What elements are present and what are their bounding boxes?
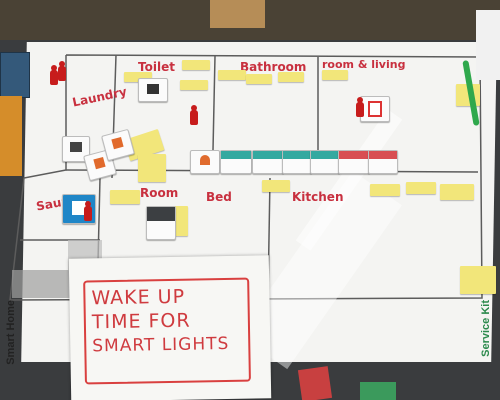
- red-pawn-marker[interactable]: [50, 65, 58, 85]
- sticky-note[interactable]: [218, 70, 246, 80]
- red-pawn-marker[interactable]: [356, 97, 364, 117]
- stairs-block: [12, 270, 70, 298]
- red-pawn-marker[interactable]: [58, 61, 66, 81]
- note-frame: WAKE UP TIME FOR SMART LIGHTS: [83, 277, 251, 385]
- red-pawn-marker[interactable]: [190, 105, 198, 125]
- device-card[interactable]: [252, 150, 284, 174]
- card-deck: [297, 366, 333, 400]
- card-deck: [0, 96, 22, 176]
- sticky-note[interactable]: [406, 182, 436, 194]
- note-line-3: SMART LIGHTS: [92, 333, 230, 357]
- device-card[interactable]: [146, 206, 176, 240]
- device-card[interactable]: [220, 150, 252, 174]
- label-bathroom: Bathroom: [240, 60, 307, 74]
- note-line-1: WAKE UP: [91, 285, 186, 310]
- sticky-note[interactable]: [262, 180, 290, 192]
- sticky-note[interactable]: [182, 60, 210, 70]
- label-toilet: Toilet: [138, 60, 175, 74]
- device-card[interactable]: [190, 150, 220, 174]
- handwritten-note: WAKE UP TIME FOR SMART LIGHTS: [68, 255, 272, 400]
- sticky-note[interactable]: [110, 190, 140, 204]
- card-deck: [360, 382, 396, 400]
- paper-roll: [476, 10, 500, 80]
- label-room: Room: [140, 186, 179, 200]
- sticky-note[interactable]: [246, 74, 272, 84]
- tin-box: [0, 52, 30, 98]
- label-living-room: room & living: [322, 58, 406, 71]
- wood-strip: [210, 0, 265, 28]
- label-kitchen: Kitchen: [292, 190, 344, 204]
- device-card[interactable]: [368, 150, 398, 174]
- device-card[interactable]: [338, 150, 370, 174]
- board-edge-text-left: Smart Home: [5, 300, 17, 365]
- device-card[interactable]: [138, 78, 168, 102]
- label-bed: Bed: [206, 190, 232, 204]
- device-card[interactable]: [360, 96, 390, 122]
- sticky-note[interactable]: [278, 72, 304, 82]
- board-edge-text-right: Service Kit: [480, 300, 492, 357]
- device-card[interactable]: [282, 150, 312, 174]
- note-line-2: TIME FOR: [91, 309, 191, 334]
- device-card[interactable]: [310, 150, 340, 174]
- sticky-note[interactable]: [322, 70, 348, 80]
- sticky-note[interactable]: [460, 266, 496, 294]
- sticky-note[interactable]: [180, 80, 208, 90]
- sticky-note[interactable]: [138, 154, 166, 182]
- sticky-note[interactable]: [370, 184, 400, 196]
- sticky-note[interactable]: [440, 184, 474, 200]
- red-pawn-marker[interactable]: [84, 201, 92, 221]
- sticky-note[interactable]: [124, 72, 152, 82]
